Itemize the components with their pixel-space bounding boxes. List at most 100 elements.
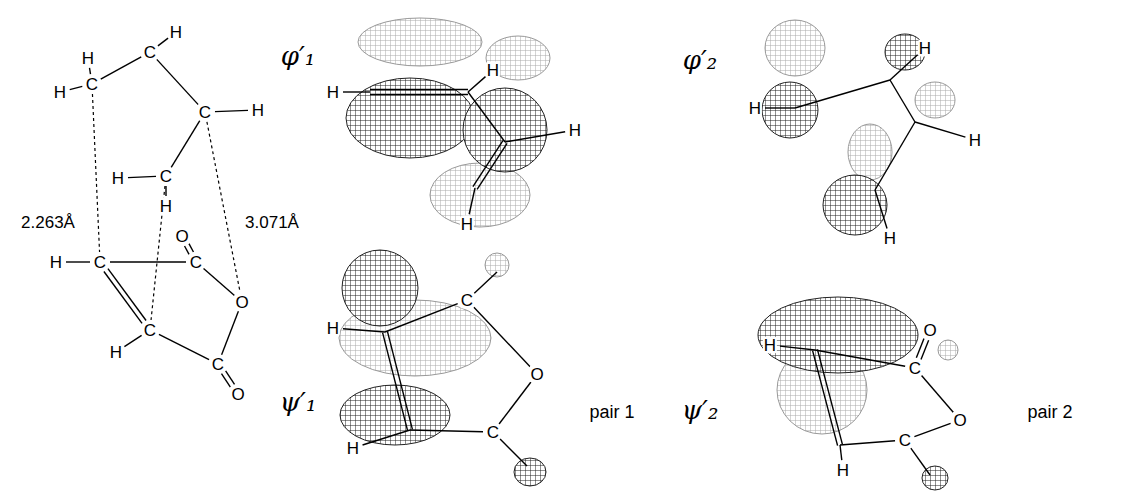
- forming-bond: [207, 122, 240, 292]
- atom-label: C: [198, 104, 212, 121]
- bond-line: [840, 445, 842, 460]
- orbital-lobes: [339, 250, 546, 486]
- atom-label: H: [326, 84, 340, 101]
- bond-line: [89, 68, 91, 74]
- atom-label: C: [143, 44, 157, 61]
- distance-label: 2.263Å: [19, 214, 77, 231]
- atom-label: C: [189, 254, 203, 271]
- bond-line: [500, 439, 527, 466]
- bond-line: [890, 80, 915, 122]
- bond-line: [343, 329, 385, 332]
- bond-line: [795, 80, 890, 108]
- atom-label: O: [174, 228, 189, 245]
- atom-label: H: [81, 50, 95, 67]
- bond-line: [890, 55, 918, 80]
- bond-line: [108, 269, 146, 321]
- bond-line: [915, 122, 965, 137]
- bond-line: [158, 38, 168, 46]
- atom-label: C: [159, 168, 173, 185]
- atom-label: H: [49, 254, 63, 271]
- atom-label: H: [251, 102, 265, 119]
- bond-line: [387, 331, 412, 429]
- atom-label: H: [159, 198, 173, 215]
- atom-label: H: [486, 62, 500, 79]
- atom-label: H: [460, 216, 474, 233]
- orbital-lobes: [346, 18, 550, 227]
- atom-label: H: [763, 337, 777, 354]
- atom-label: C: [898, 432, 912, 449]
- bond-line: [914, 423, 950, 436]
- atom-label: C: [460, 292, 474, 309]
- bond-line: [66, 261, 90, 262]
- bond-line: [370, 89, 468, 90]
- bond-line: [875, 190, 887, 228]
- bond-line: [840, 441, 895, 445]
- atom-label: O: [922, 322, 937, 339]
- bond-line: [159, 334, 209, 359]
- bond-line: [410, 430, 483, 432]
- bond-line: [468, 77, 485, 92]
- bond-line: [385, 304, 458, 332]
- orbital-label: φ′₂: [683, 47, 718, 73]
- bond-line: [477, 143, 507, 189]
- orbital-lobes: [762, 20, 955, 235]
- bond-line: [124, 335, 141, 346]
- atom-label: H: [111, 170, 125, 187]
- bond-line: [383, 333, 408, 431]
- atom-label: H: [918, 40, 932, 57]
- atom-label: H: [883, 230, 897, 247]
- bond-line: [185, 246, 190, 254]
- bond-line: [815, 350, 905, 366]
- bond-line: [817, 349, 842, 444]
- atom-label: O: [529, 366, 544, 383]
- orbital-lobes: [758, 297, 958, 490]
- bond-line: [922, 376, 954, 413]
- atom-label: C: [486, 424, 500, 441]
- atom-label: H: [169, 24, 183, 41]
- bond-line: [204, 269, 235, 296]
- bond-line: [780, 346, 815, 350]
- atom-label: H: [109, 344, 123, 361]
- bond-line: [110, 261, 186, 262]
- bond-line: [875, 122, 915, 190]
- bond-line: [165, 186, 166, 196]
- atom-label: H: [53, 84, 67, 101]
- bond-line: [222, 311, 239, 354]
- bond-line: [473, 141, 503, 187]
- atom-label: O: [234, 294, 249, 311]
- bond-line: [911, 448, 930, 475]
- bond-line: [343, 91, 370, 92]
- atom-label: C: [85, 76, 99, 93]
- bond-line: [499, 382, 531, 424]
- bond-line: [474, 307, 530, 366]
- atom-label: H: [968, 132, 982, 149]
- atom-label: O: [952, 412, 967, 429]
- atom-label: C: [908, 360, 922, 377]
- orbital-label: ψ′₁: [280, 389, 317, 415]
- bond-line: [363, 430, 410, 445]
- bond-line: [469, 188, 475, 214]
- bond-line: [226, 371, 235, 384]
- bond-line: [468, 92, 505, 142]
- atom-label: H: [326, 320, 340, 337]
- atom-label: H: [836, 462, 850, 479]
- bond-line: [916, 338, 924, 357]
- bond-line: [813, 351, 838, 446]
- pair-label: pair 1: [589, 403, 634, 421]
- bond-line: [215, 110, 248, 111]
- orbital-label: ψ′₂: [682, 397, 719, 423]
- bond-line: [370, 94, 468, 95]
- bond-line: [189, 244, 194, 252]
- atom-label: C: [211, 356, 225, 373]
- orbital-label: φ′₁: [281, 43, 316, 69]
- bond-line: [101, 57, 141, 79]
- bond-line: [474, 272, 497, 293]
- bond-line: [765, 107, 795, 108]
- bond-line: [157, 59, 198, 104]
- bond-line: [104, 272, 142, 324]
- atom-label: C: [143, 322, 157, 339]
- bond-line: [505, 132, 565, 142]
- pair-label: pair 2: [1027, 403, 1072, 421]
- atom-label: H: [346, 440, 360, 457]
